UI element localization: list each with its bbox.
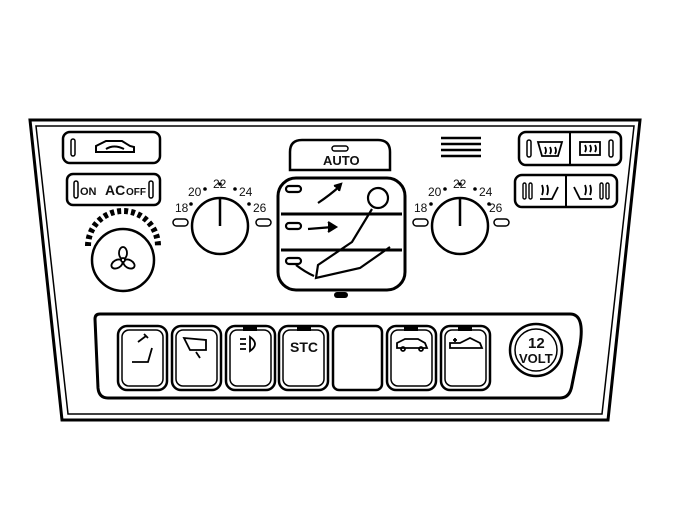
right-mark-18: 18 xyxy=(414,201,428,215)
auto-label: AUTO xyxy=(323,153,360,168)
air-vent-icon xyxy=(441,136,481,158)
left-dial-indicator-left xyxy=(172,218,189,227)
mirror-icon xyxy=(182,336,207,359)
car-lock-indicator xyxy=(404,327,418,331)
left-temperature-dial[interactable]: 18 20 22 24 26 xyxy=(172,177,272,256)
face-flow-button[interactable] xyxy=(284,221,303,231)
trunk-release-button[interactable] xyxy=(439,324,492,392)
seat-heater-icon xyxy=(573,184,592,200)
fan-speed-knob[interactable] xyxy=(85,208,161,293)
mirror-adjust-button[interactable] xyxy=(170,324,223,392)
windshield-defrost-icon xyxy=(536,141,564,157)
air-distribution-panel xyxy=(276,176,407,298)
right-seat-heater-button[interactable] xyxy=(573,182,610,200)
right-mark-20: 20 xyxy=(428,185,442,199)
right-mark-24: 24 xyxy=(479,185,493,199)
ac-on-off-button[interactable]: ON AC OFF xyxy=(65,172,162,207)
left-mark-20: 20 xyxy=(188,185,202,199)
left-dial-indicator-right xyxy=(255,218,272,227)
seat-heater-button-group xyxy=(513,173,619,209)
defrost-button-group xyxy=(517,130,623,167)
ac-on-label: ON xyxy=(80,186,97,198)
seat-adjust-button[interactable] xyxy=(116,324,169,392)
floor-flow-button[interactable] xyxy=(284,256,303,266)
recirculation-button[interactable] xyxy=(61,130,162,165)
airflow-distribution-icon xyxy=(284,182,391,280)
left-mark-18: 18 xyxy=(175,201,189,215)
trunk-release-icon xyxy=(449,336,484,349)
bottom-button-bar: STC 12 xyxy=(93,312,583,400)
defrost-flow-button[interactable] xyxy=(284,184,303,194)
ac-label: AC xyxy=(105,182,125,198)
distribution-indicator xyxy=(334,292,348,298)
rear-defrost-icon xyxy=(579,141,601,156)
ac-off-label: OFF xyxy=(126,187,146,198)
car-recirculation-icon xyxy=(95,140,135,153)
rear-defrost-button[interactable] xyxy=(579,139,614,158)
stc-indicator xyxy=(297,327,311,331)
seat-adjust-icon xyxy=(132,333,153,363)
fog-light-indicator xyxy=(243,327,257,331)
right-dial-indicator-left xyxy=(412,218,429,227)
right-mark-22: 22 xyxy=(453,177,467,191)
left-mark-26: 26 xyxy=(253,201,267,215)
windshield-defrost-button[interactable] xyxy=(526,139,564,158)
stc-button[interactable]: STC xyxy=(277,324,330,392)
seat-heater-icon xyxy=(540,184,559,200)
auto-button[interactable]: AUTO xyxy=(288,138,392,172)
left-mark-24: 24 xyxy=(239,185,253,199)
blank-button[interactable] xyxy=(331,324,384,392)
fog-light-button[interactable] xyxy=(224,324,277,392)
12-volt-socket[interactable]: 12 VOLT xyxy=(508,322,564,378)
right-mark-26: 26 xyxy=(489,201,503,215)
car-lock-icon xyxy=(396,338,429,352)
right-temperature-dial[interactable]: 18 20 22 24 26 xyxy=(412,177,510,256)
fog-light-icon xyxy=(240,335,256,353)
right-dial-indicator-right xyxy=(493,218,510,227)
car-lock-button[interactable] xyxy=(385,324,438,392)
fan-icon xyxy=(110,246,136,270)
trunk-indicator xyxy=(458,327,472,331)
volt-number: 12 xyxy=(528,335,545,352)
volt-label: VOLT xyxy=(519,351,553,366)
left-seat-heater-button[interactable] xyxy=(522,182,559,200)
left-mark-22: 22 xyxy=(213,177,227,191)
stc-label: STC xyxy=(290,339,318,355)
